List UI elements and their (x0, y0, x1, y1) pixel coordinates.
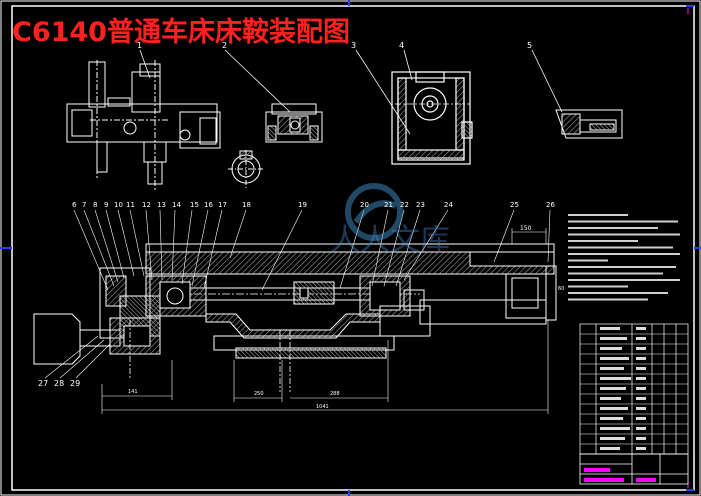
part-number-18: 18 (242, 201, 251, 209)
title-block (579, 453, 689, 485)
part-number-20: 20 (360, 201, 369, 209)
table-cell-text (600, 447, 620, 450)
table-cell-text (600, 387, 626, 390)
table-cell-text (636, 447, 646, 450)
note-line (568, 214, 628, 216)
view-part-2 (265, 103, 323, 143)
part-number-10: 10 (114, 201, 123, 209)
part-number-11: 11 (126, 201, 135, 209)
table-cell-text (636, 377, 646, 380)
note-line (568, 285, 628, 288)
table-cell-text (636, 417, 646, 420)
note-line (568, 279, 680, 281)
view-part-3-4 (391, 71, 473, 165)
part-number-14: 14 (172, 201, 181, 209)
part-number-6: 6 (72, 201, 77, 209)
part-number-19: 19 (298, 201, 307, 209)
table-cell-text (600, 367, 624, 370)
table-cell-text (636, 407, 646, 410)
table-cell-text (600, 377, 631, 380)
drawing-title: C6140普通车床床鞍装配图 (12, 17, 350, 48)
part-number-26: 26 (546, 201, 555, 209)
leader-lines (44, 209, 551, 379)
table-cell-text (636, 347, 646, 350)
table-cell-text (636, 337, 646, 340)
dimension-288: 288 (330, 391, 340, 397)
part-number-2: 2 (222, 41, 227, 50)
dimension-1041: 1041 (316, 404, 329, 410)
note-line (568, 292, 668, 294)
part-number-25: 25 (510, 201, 519, 209)
part-number-24: 24 (444, 201, 453, 209)
note-line (568, 246, 673, 249)
part-number-1: 1 (137, 41, 142, 50)
view-part-5 (555, 109, 623, 139)
watermark-text: 人人文库 (330, 223, 450, 258)
part-number-27: 27 (38, 379, 48, 388)
part-number-23: 23 (416, 201, 425, 209)
table-cell-text (636, 357, 646, 360)
table-cell-text (636, 397, 646, 400)
note-line (568, 240, 638, 242)
table-cell-text (636, 387, 646, 390)
note-line (568, 272, 663, 275)
part-number-4: 4 (399, 41, 404, 50)
part-number-28: 28 (54, 379, 64, 388)
technical-notes (568, 214, 680, 301)
part-number-17: 17 (218, 201, 227, 209)
part-number-29: 29 (70, 379, 80, 388)
dimension-150: 150 (520, 225, 532, 232)
table-cell-text (636, 327, 646, 330)
table-cell-text (600, 417, 623, 420)
note-line (568, 259, 608, 262)
watermark-logo (345, 183, 403, 241)
part-number-12: 12 (142, 201, 151, 209)
table-cell-text (600, 337, 627, 340)
part-number-13: 13 (157, 201, 166, 209)
table-cell-text (600, 397, 621, 400)
note-line (568, 227, 658, 229)
part-number-15: 15 (190, 201, 199, 209)
note-line (568, 253, 680, 255)
part-number-7: 7 (82, 201, 86, 209)
table-cell-text (600, 357, 629, 360)
note-line (568, 220, 678, 223)
part-number-9: 9 (104, 201, 108, 209)
part-number-21: 21 (384, 201, 393, 209)
dimension-60: 60 (558, 286, 564, 292)
table-cell-text (600, 437, 625, 440)
view-round-section (228, 150, 264, 188)
part-number-3: 3 (351, 41, 356, 50)
part-number-8: 8 (93, 201, 97, 209)
dimension-lines (101, 228, 557, 414)
note-line (568, 266, 676, 268)
main-assembly (33, 243, 557, 392)
table-cell-text (636, 367, 646, 370)
part-number-5: 5 (527, 41, 532, 50)
dimension-141: 141 (128, 389, 138, 395)
part-number-22: 22 (400, 201, 409, 209)
parts-list-table (579, 323, 689, 455)
note-line (568, 298, 648, 301)
table-cell-text (600, 407, 628, 410)
dimension-250: 250 (254, 391, 264, 397)
table-cell-text (600, 347, 622, 350)
parts-list-rows (580, 327, 688, 455)
table-cell-text (636, 427, 646, 430)
view-part-1 (66, 60, 221, 190)
part-number-16: 16 (204, 201, 213, 209)
note-line (568, 233, 680, 236)
table-cell-text (600, 327, 620, 330)
table-cell-text (636, 437, 646, 440)
table-cell-text (600, 427, 630, 430)
